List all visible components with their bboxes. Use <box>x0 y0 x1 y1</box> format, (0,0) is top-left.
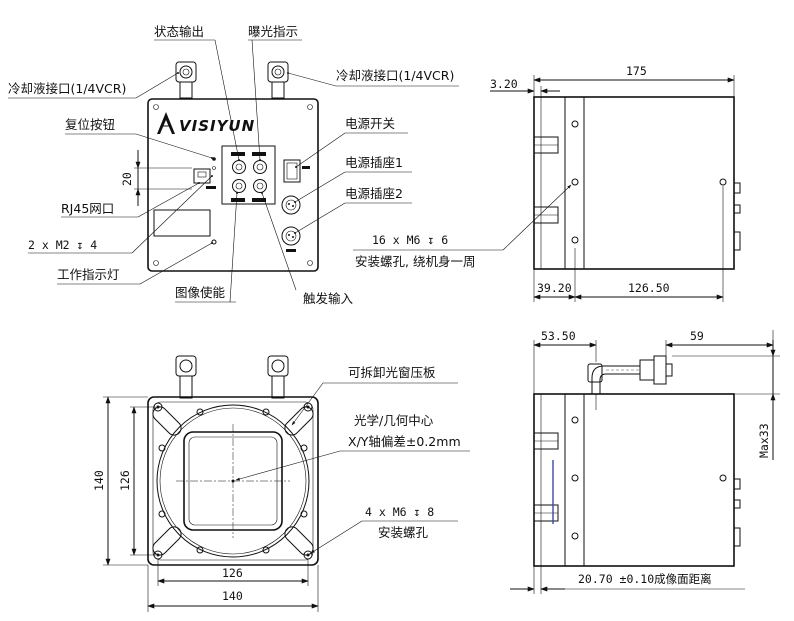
label-power-socket-1: 电源插座1 <box>345 155 403 170</box>
label-back-mount-line2: 安装螺孔 <box>378 525 429 540</box>
side-bottom-screw-holes <box>571 416 727 540</box>
dim-back-inner-width: 126 <box>222 566 243 580</box>
connector-image-enable <box>232 179 246 193</box>
side-screw-holes <box>571 120 727 244</box>
label-side-screws-line2: 安装螺孔, 绕机身一周 <box>355 254 475 269</box>
side-view-top: 175 3.20 39.20 126.50 16 x M6 ↧ 6 安装螺孔, … <box>353 64 741 302</box>
power-socket-1 <box>281 195 301 215</box>
work-indicator-led <box>211 239 217 245</box>
label-work-indicator: 工作指示灯 <box>57 267 120 282</box>
front-body <box>147 98 319 272</box>
connector-panel <box>221 145 276 205</box>
connector-exposure-indicator <box>253 160 267 174</box>
label-reset-button: 复位按钮 <box>65 117 115 132</box>
power-switch <box>283 159 310 183</box>
side-view-bottom: 53.50 59 Max33 20.70 ±0.10成像面距离 <box>510 329 780 594</box>
side-body-bottom <box>533 393 735 567</box>
power-socket-2 <box>281 226 301 252</box>
label-coolant-right: 冷却液接口(1/4VCR) <box>336 68 454 83</box>
dim-back-outer-height: 140 <box>92 470 106 491</box>
label-plate <box>153 209 211 237</box>
dim-hole-offset: 39.20 <box>537 281 572 295</box>
plate-screws <box>158 408 308 554</box>
reset-button <box>212 157 216 161</box>
label-exposure-indicator: 曝光指示 <box>248 24 298 39</box>
dim-back-inner-height: 126 <box>118 470 132 491</box>
coolant-fitting-right <box>267 61 289 99</box>
label-rj45: RJ45网口 <box>61 201 114 216</box>
dim-back-outer-width: 140 <box>222 589 243 603</box>
label-coolant-left: 冷却液接口(1/4VCR) <box>8 81 126 96</box>
window-plate <box>156 404 310 558</box>
dim-connector-length: 59 <box>690 329 704 343</box>
connector-trigger-input <box>253 179 267 193</box>
back-fitting-left <box>175 355 197 399</box>
back-body <box>147 396 319 566</box>
label-side-screws-line1: 16 x M6 ↧ 6 <box>372 233 448 247</box>
label-optical-center-line2: X/Y轴偏差±0.2mm <box>348 434 461 449</box>
dim-front-offset: 3.20 <box>490 77 518 91</box>
dim-rj45-height: 20 <box>120 172 134 186</box>
coolant-connector <box>587 355 673 394</box>
label-removable-plate: 可拆卸光窗压板 <box>348 365 436 380</box>
label-status-output: 状态输出 <box>154 24 204 39</box>
connector-status-output <box>232 160 246 174</box>
side-body-top <box>533 96 735 270</box>
label-m2-holes: 2 x M2 ↧ 4 <box>28 238 97 252</box>
logo-text: VISIYUN <box>179 117 255 135</box>
dim-bottom-front-offset: 53.50 <box>541 329 576 343</box>
label-power-socket-2: 电源插座2 <box>345 186 403 201</box>
label-trigger-input: 触发输入 <box>303 291 354 306</box>
back-view: 可拆卸光窗压板 光学/几何中心 X/Y轴偏差±0.2mm 4 x M6 ↧ 8 … <box>92 355 470 612</box>
label-back-mount-line1: 4 x M6 ↧ 8 <box>365 505 434 519</box>
label-optical-center-line1: 光学/几何中心 <box>354 413 434 428</box>
back-fitting-right <box>267 355 289 399</box>
label-power-switch: 电源开关 <box>345 116 395 131</box>
dim-max-height: Max33 <box>757 423 771 458</box>
dim-hole-pitch: 126.50 <box>628 281 670 295</box>
dim-image-distance: 20.70 ±0.10成像面距离 <box>578 572 712 586</box>
front-view: VISIYUN <box>8 24 459 306</box>
dim-total-length: 175 <box>626 64 647 78</box>
visiyun-logo: VISIYUN <box>157 112 255 135</box>
coolant-fitting-left <box>175 61 197 99</box>
label-image-enable: 图像使能 <box>175 285 226 300</box>
rj45-port <box>193 168 211 184</box>
